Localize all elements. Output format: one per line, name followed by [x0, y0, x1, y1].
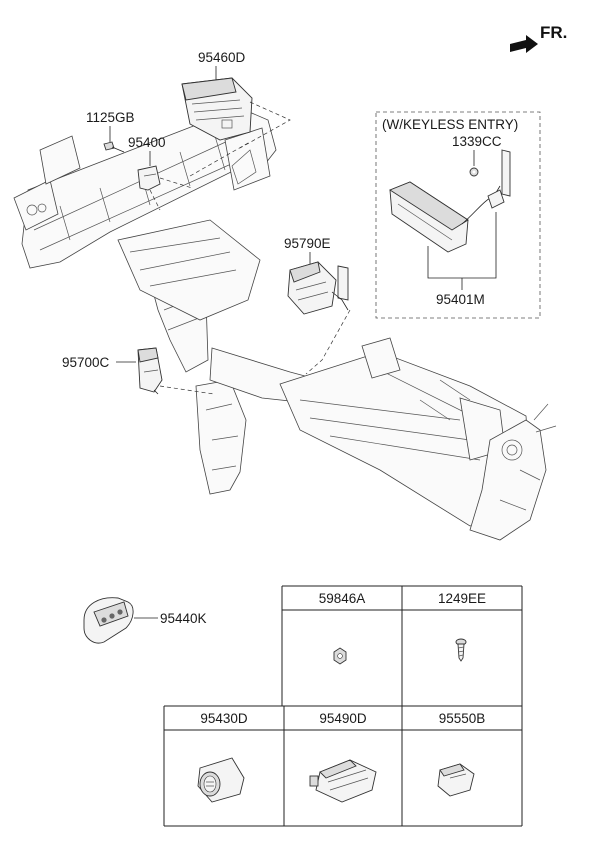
part-95440K[interactable]: 95440K	[83, 597, 207, 644]
front-direction-label: FR.	[540, 23, 567, 42]
callout-95700C: 95700C	[62, 355, 110, 370]
parts-table: 59846A 1249EE 95430D 95490D 95550B	[163, 585, 523, 827]
table-cell-95430D: 95430D	[200, 711, 248, 726]
part-95401M[interactable]: 95401M	[389, 149, 511, 307]
part-95490D-module-icon[interactable]	[309, 759, 377, 803]
table-cell-95490D: 95490D	[319, 711, 367, 726]
front-arrow-icon	[510, 35, 538, 53]
callout-95401M: 95401M	[436, 292, 485, 307]
part-95430D-start-button-icon[interactable]	[197, 757, 245, 803]
part-1125GB[interactable]: 1125GB	[86, 110, 135, 153]
part-95460D[interactable]: 95460D	[181, 50, 291, 177]
callout-1125GB: 1125GB	[86, 110, 135, 125]
keyless-entry-option-box: (W/KEYLESS ENTRY) 1339CC 95401M	[375, 111, 541, 319]
table-cell-95550B: 95550B	[439, 711, 486, 726]
part-1339CC[interactable]: 1339CC	[452, 134, 502, 177]
option-box-title: (W/KEYLESS ENTRY)	[382, 117, 518, 132]
part-95400[interactable]: 95400	[128, 135, 193, 211]
callout-95790E: 95790E	[284, 236, 331, 251]
part-95700C[interactable]: 95700C	[62, 347, 215, 395]
callout-1339CC: 1339CC	[452, 134, 502, 149]
callout-95460D: 95460D	[198, 50, 246, 65]
part-59846A-nut-icon[interactable]	[333, 647, 347, 665]
part-95790E[interactable]: 95790E	[284, 236, 351, 375]
callout-95400: 95400	[128, 135, 166, 150]
part-95550B-connector-icon[interactable]	[437, 763, 475, 797]
table-cell-1249EE: 1249EE	[438, 591, 486, 606]
table-cell-59846A: 59846A	[319, 591, 366, 606]
front-direction-indicator: FR.	[510, 23, 567, 53]
crash-pad-cross-member	[13, 107, 557, 541]
callout-95440K: 95440K	[160, 611, 207, 626]
part-1249EE-screw-icon[interactable]	[455, 638, 467, 662]
